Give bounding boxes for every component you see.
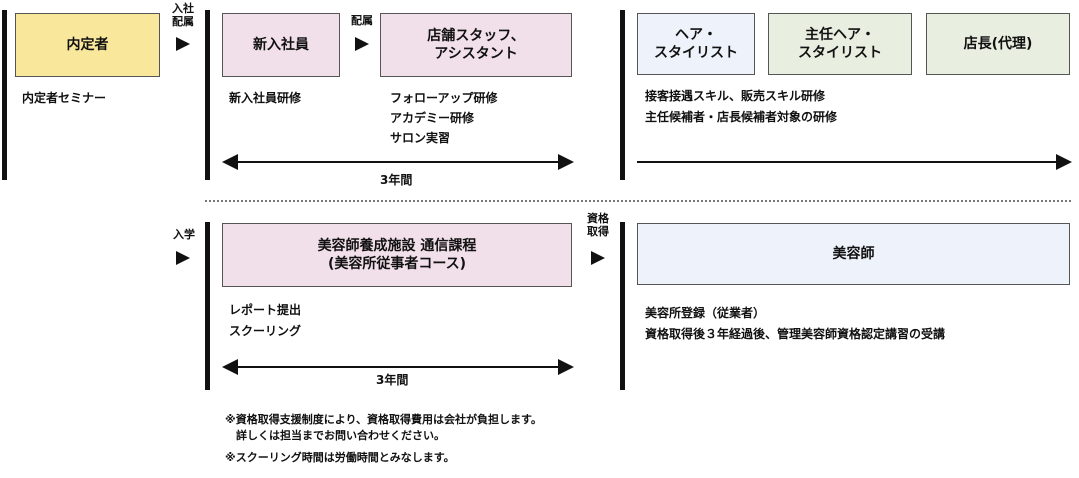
- course-schooling: スクーリング: [229, 324, 302, 338]
- top-duration-line: [236, 161, 560, 163]
- note-schooling: ※スクーリング時間は労働時間とみなします。: [225, 451, 455, 464]
- manager-label: 店長(代理): [963, 36, 1033, 52]
- bottom-duration-line: [236, 366, 560, 368]
- career-line: [637, 161, 1057, 163]
- haizoku-label: 配属: [351, 14, 373, 27]
- naiteisha-label: 内定者: [66, 37, 109, 53]
- biyoshi-desc-2: 資格取得後３年経過後、管理美容師資格認定講習の受講: [645, 327, 946, 341]
- course-report: レポート提出: [229, 303, 302, 317]
- note-support: ※資格取得支援制度により、資格取得費用は会社が負担します。 詳しくは担当までお問…: [225, 413, 542, 442]
- store-staff-label: 店舗スタッフ、 アシスタント: [427, 28, 525, 62]
- naiteisha-seminar: 内定者セミナー: [22, 91, 107, 105]
- stage-divider-top-mid: [205, 10, 210, 180]
- shinnyu-shain-label: 新入社員: [253, 37, 309, 53]
- biyoshi-box: 美容師: [637, 223, 1070, 285]
- naiteisha-box: 内定者: [15, 13, 160, 77]
- bottom-duration-label: 3年間: [376, 373, 409, 387]
- chief-stylist-label: 主任ヘア・ スタイリスト: [798, 27, 882, 61]
- staff-training-3: サロン実習: [390, 131, 451, 145]
- section-separator: [205, 200, 1071, 202]
- bottom-duration-arrow-right: [558, 359, 574, 375]
- manager-box: 店長(代理): [926, 13, 1070, 75]
- course-label: 美容師養成施設 通信課程 (美容所従事者コース): [317, 238, 477, 272]
- stylist-training-1: 接客接遇スキル、販売スキル研修: [645, 89, 826, 103]
- shinnyu-kenshu: 新入社員研修: [229, 91, 302, 105]
- nyugaku-label: 入学: [173, 228, 195, 241]
- top-duration-arrow-left: [222, 154, 238, 170]
- top-duration-arrow-right: [558, 154, 574, 170]
- store-staff-box: 店舗スタッフ、 アシスタント: [380, 13, 572, 77]
- arrow-to-biyoshi: [591, 251, 605, 265]
- hair-stylist-box: ヘア・ スタイリスト: [637, 13, 755, 75]
- shinnyu-shain-box: 新入社員: [222, 13, 340, 77]
- staff-training-2: アカデミー研修: [390, 111, 475, 125]
- stage-divider-bottom-mid: [205, 222, 210, 390]
- career-arrow-right: [1056, 154, 1072, 170]
- course-box: 美容師養成施設 通信課程 (美容所従事者コース): [222, 223, 572, 287]
- hair-stylist-label: ヘア・ スタイリスト: [654, 27, 738, 61]
- arrow-to-shinnyu: [176, 37, 190, 51]
- top-duration-label: 3年間: [380, 173, 413, 187]
- shikaku-shutoku-label: 資格 取得: [587, 212, 609, 238]
- arrow-to-staff: [355, 37, 369, 51]
- bottom-duration-arrow-left: [222, 359, 238, 375]
- stage-divider-top-right: [620, 10, 625, 180]
- staff-training-1: フォローアップ研修: [390, 91, 498, 105]
- biyoshi-label: 美容師: [832, 246, 875, 262]
- stage-divider-left: [2, 10, 7, 180]
- stage-divider-bottom-right: [620, 222, 625, 390]
- stylist-training-2: 主任候補者・店長候補者対象の研修: [645, 110, 838, 124]
- chief-stylist-box: 主任ヘア・ スタイリスト: [768, 13, 912, 75]
- nyusha-haizoku-label: 入社 配属: [172, 2, 194, 28]
- biyoshi-desc-1: 美容所登録（従業者）: [645, 306, 766, 320]
- arrow-to-course: [176, 251, 190, 265]
